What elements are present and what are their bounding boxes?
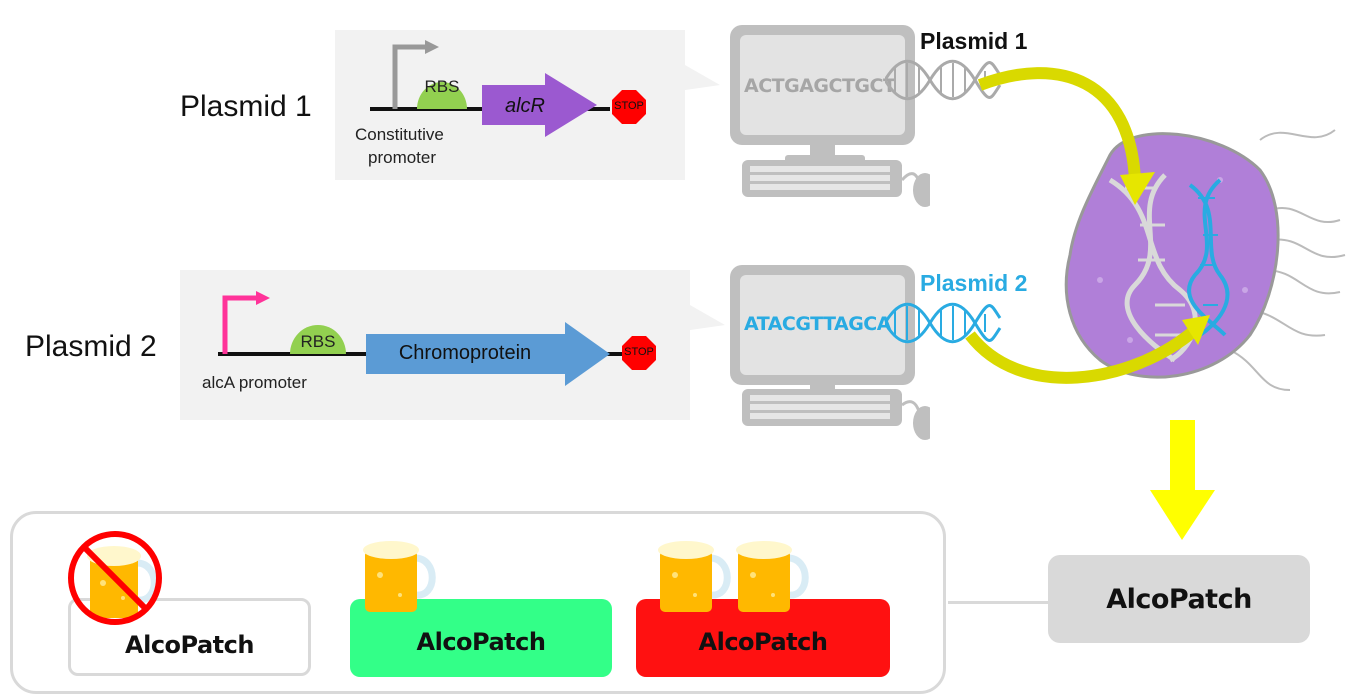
plasmid-2-construct-panel: RBS Chromoprotein STOP alcA promoter bbox=[180, 270, 735, 420]
computer-2: ATACGTTAGCA bbox=[730, 265, 937, 455]
computer-1-plasmid-label: Plasmid 1 bbox=[920, 28, 1028, 54]
promoter-caption-line1: Constitutive bbox=[355, 125, 444, 144]
dna-helix-1 bbox=[885, 59, 1002, 101]
rbs-label: RBS bbox=[300, 332, 336, 351]
promoter-caption-line2: promoter bbox=[368, 148, 437, 167]
plasmid-1-label: Plasmid 1 bbox=[180, 90, 312, 123]
alca-promoter-caption: alcA promoter bbox=[202, 373, 307, 392]
stop-label: STOP bbox=[624, 346, 654, 358]
gene-label-alcr: alcR bbox=[504, 95, 545, 117]
sequence-text-1: ACTGAGCTGCT bbox=[744, 75, 896, 97]
down-arrow bbox=[1150, 420, 1215, 540]
plasmid-1-construct-panel: RBS alcR STOP Constitutive promoter bbox=[335, 30, 735, 180]
beer-mug-prohibited-icon bbox=[68, 531, 162, 625]
stop-label: STOP bbox=[614, 100, 644, 112]
computer-1: ACTGAGCTGCT bbox=[730, 25, 937, 215]
beer-mug-icon bbox=[363, 541, 436, 612]
plasmid-2-label: Plasmid 2 bbox=[25, 330, 157, 363]
beer-mug-icon bbox=[658, 541, 731, 612]
beer-mug-icon bbox=[736, 541, 809, 612]
sequence-text-2: ATACGTTAGCA bbox=[744, 313, 891, 335]
patch-states-panel bbox=[10, 511, 946, 694]
dna-helix-2 bbox=[885, 302, 1002, 344]
rbs-label: RBS bbox=[424, 77, 460, 96]
gene-label-chromoprotein: Chromoprotein bbox=[398, 342, 532, 364]
computer-2-plasmid-label: Plasmid 2 bbox=[920, 270, 1028, 296]
bacterial-cell bbox=[965, 67, 1346, 391]
alcopatch-product: AlcoPatch bbox=[1048, 555, 1310, 643]
connector-line bbox=[948, 601, 1048, 604]
patch-state-sober: AlcoPatch bbox=[68, 598, 311, 676]
